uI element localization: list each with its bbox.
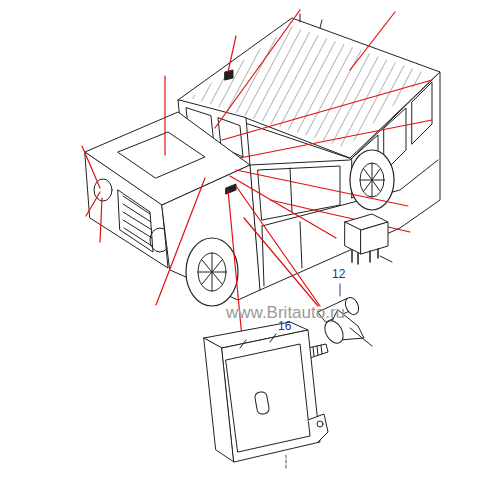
- control-unit: [204, 322, 328, 470]
- callout-number: 16: [278, 320, 291, 332]
- watermark: www.Britauto.ru: [226, 304, 345, 321]
- relay-symbol: [345, 214, 392, 264]
- leader-lines: [82, 10, 432, 380]
- vehicle-outline: [85, 14, 440, 306]
- callout-number: 12: [332, 268, 345, 280]
